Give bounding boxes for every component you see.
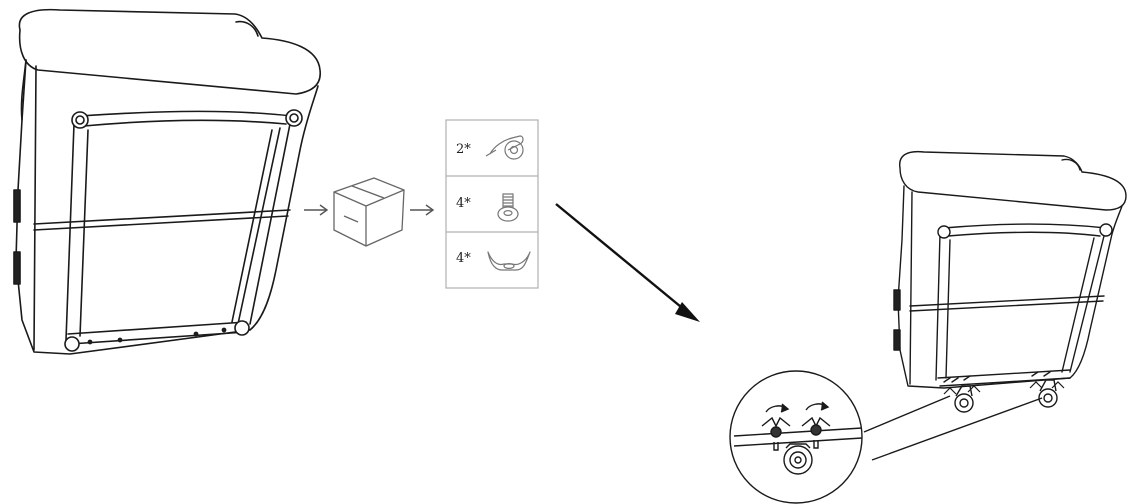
parts-panel: 2* 4* 4*	[445, 119, 539, 289]
step-arrow-3	[555, 203, 700, 322]
chair-back-before	[13, 8, 321, 355]
wing-nut-icon	[943, 381, 1065, 395]
step-arrow-2	[410, 204, 435, 216]
caster-wheel-icon	[954, 385, 974, 413]
wing-nut-icon	[801, 416, 831, 449]
parts-item-quantity: 2*	[456, 142, 471, 157]
caster-wheel-icon	[783, 443, 813, 475]
caster-wheel-icon	[485, 135, 524, 160]
step-arrow-1	[304, 204, 329, 216]
screw-bolt-icon	[497, 193, 519, 222]
wing-nut-icon	[487, 251, 531, 271]
chair-back-assembled	[893, 150, 1127, 389]
detail-callout	[729, 370, 1043, 504]
caster-wheel-icon	[1038, 379, 1058, 408]
parts-box-icon	[333, 177, 405, 247]
wing-nut-icon	[761, 416, 791, 451]
rotate-arrow-icon	[805, 401, 830, 411]
parts-item-quantity: 4*	[456, 196, 471, 211]
parts-item-quantity: 4*	[456, 251, 471, 266]
rotate-arrow-icon	[765, 403, 790, 413]
